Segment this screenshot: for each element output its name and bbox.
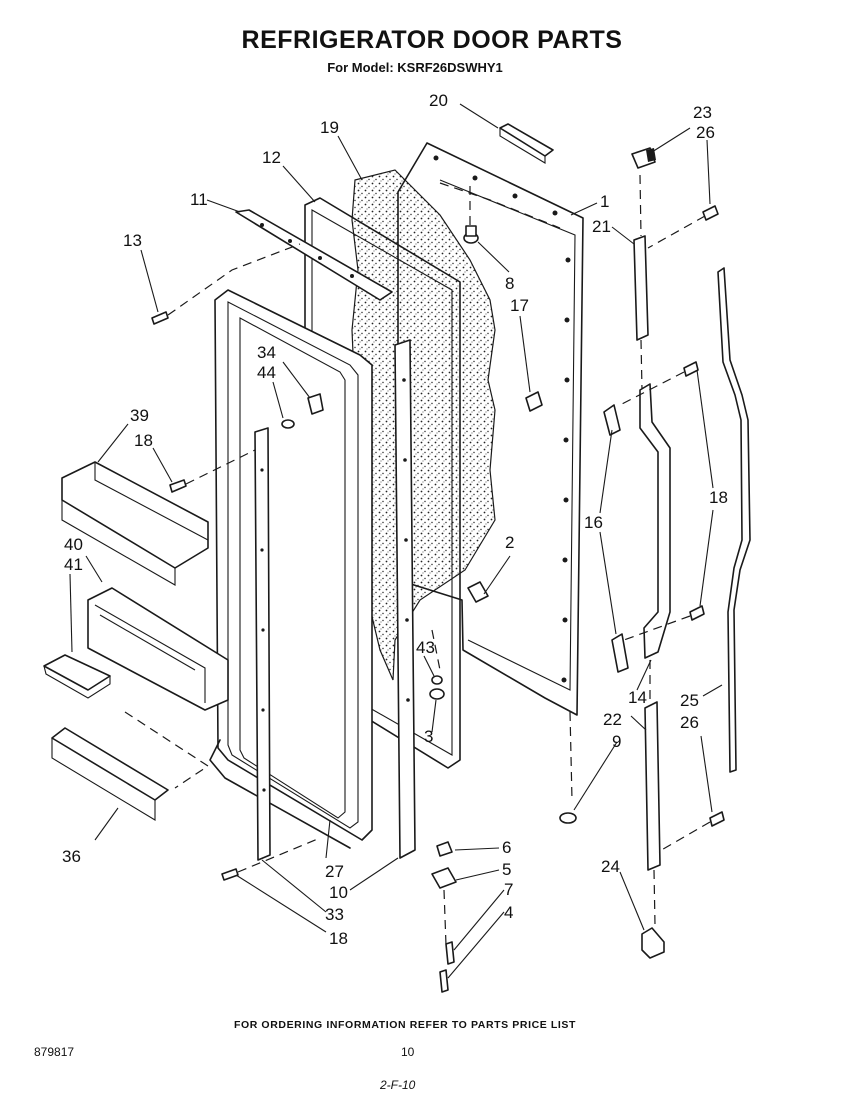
callout-26: 26 — [696, 123, 715, 142]
callout-13: 13 — [123, 231, 142, 250]
part-27-inner-door-liner — [209, 289, 373, 849]
callout-labels: 20 23 26 19 12 11 1 21 13 8 17 34 44 39 … — [62, 91, 728, 948]
part-34-clip — [307, 393, 324, 415]
part-7-screw — [445, 941, 455, 965]
callout-40: 40 — [64, 535, 83, 554]
part-33-shelf-rail — [254, 427, 271, 861]
part-6-cam — [436, 841, 453, 857]
model-subtitle: For Model: KSRF26DSWHY1 — [327, 60, 503, 75]
screw-13 — [151, 243, 301, 325]
leader-lines — [69, 103, 723, 979]
callout-21: 21 — [592, 217, 611, 236]
callout-25: 25 — [680, 691, 699, 710]
callout-17: 17 — [510, 296, 529, 315]
callout-1: 1 — [600, 192, 609, 211]
screw-26-bottom — [657, 811, 725, 853]
callout-34: 34 — [257, 343, 276, 362]
callout-23: 23 — [693, 103, 712, 122]
callout-10: 10 — [329, 883, 348, 902]
part-24-bottom-hinge — [641, 927, 665, 959]
document-number: 879817 — [34, 1045, 75, 1059]
part-8-grommet — [463, 185, 479, 244]
part-21-upper-hinge-bracket — [633, 174, 649, 391]
callout-19: 19 — [320, 118, 339, 137]
part-40-dispenser-housing — [87, 587, 229, 711]
callout-36: 36 — [62, 847, 81, 866]
callout-18: 18 — [329, 929, 348, 948]
part-25-door-closer-rod — [717, 267, 751, 773]
callout-22: 22 — [603, 710, 622, 729]
part-17-clip — [525, 391, 543, 412]
part-9-bumper — [559, 812, 577, 824]
part-36-bottom-trim — [51, 711, 210, 821]
callout-11: 11 — [190, 190, 208, 209]
callout-24: 24 — [601, 857, 620, 876]
part-11-top-bracket — [235, 209, 393, 301]
handwritten-note: 2-F-10 — [380, 1078, 416, 1092]
callout-41: 41 — [64, 555, 83, 574]
callout-26: 26 — [680, 713, 699, 732]
screw-26-top — [647, 205, 719, 249]
part-43-grommet — [431, 675, 443, 685]
part-5-hinge-pin-bracket — [431, 867, 457, 946]
callout-18: 18 — [709, 488, 728, 507]
part-3-bushing — [429, 688, 445, 700]
callout-6: 6 — [502, 838, 511, 857]
part-2-bracket — [467, 581, 489, 603]
callout-12: 12 — [262, 148, 281, 167]
callout-5: 5 — [502, 860, 511, 879]
page-number: 10 — [401, 1045, 415, 1059]
part-44-plug — [281, 419, 295, 429]
callout-27: 27 — [325, 862, 344, 881]
screw-18-hinge-top — [617, 361, 699, 407]
callout-14: 14 — [628, 688, 647, 707]
callout-9: 9 — [612, 732, 621, 751]
callout-4: 4 — [504, 903, 513, 922]
panel-holes — [433, 155, 571, 683]
part-16-hinge-arm — [603, 383, 671, 673]
part-10-vertical-trim — [394, 339, 416, 859]
part-4-screw — [439, 969, 449, 993]
screw-18-hinge-bottom — [623, 605, 705, 641]
part-39-door-bin — [61, 461, 209, 586]
callout-16: 16 — [584, 513, 603, 532]
page-title: REFRIGERATOR DOOR PARTS — [241, 26, 623, 54]
ordering-note: FOR ORDERING INFORMATION REFER TO PARTS … — [233, 1019, 577, 1031]
callout-20: 20 — [429, 91, 448, 110]
callout-33: 33 — [325, 905, 344, 924]
callout-7: 7 — [504, 880, 513, 899]
callout-44: 44 — [257, 363, 276, 382]
callout-43: 43 — [416, 638, 435, 657]
screw-18-bin — [169, 449, 256, 493]
screw-18-lower — [221, 837, 321, 881]
part-22-lower-hinge-bracket — [644, 660, 661, 926]
callout-8: 8 — [505, 274, 514, 293]
callout-39: 39 — [130, 406, 149, 425]
callout-3: 3 — [424, 727, 433, 746]
part-41-dispenser-tray — [43, 654, 111, 699]
callout-2: 2 — [505, 533, 514, 552]
screws-and-fasteners — [151, 185, 725, 993]
part-23-hinge-cover — [631, 147, 656, 169]
callout-18: 18 — [134, 431, 153, 450]
part-20-label — [499, 123, 554, 164]
